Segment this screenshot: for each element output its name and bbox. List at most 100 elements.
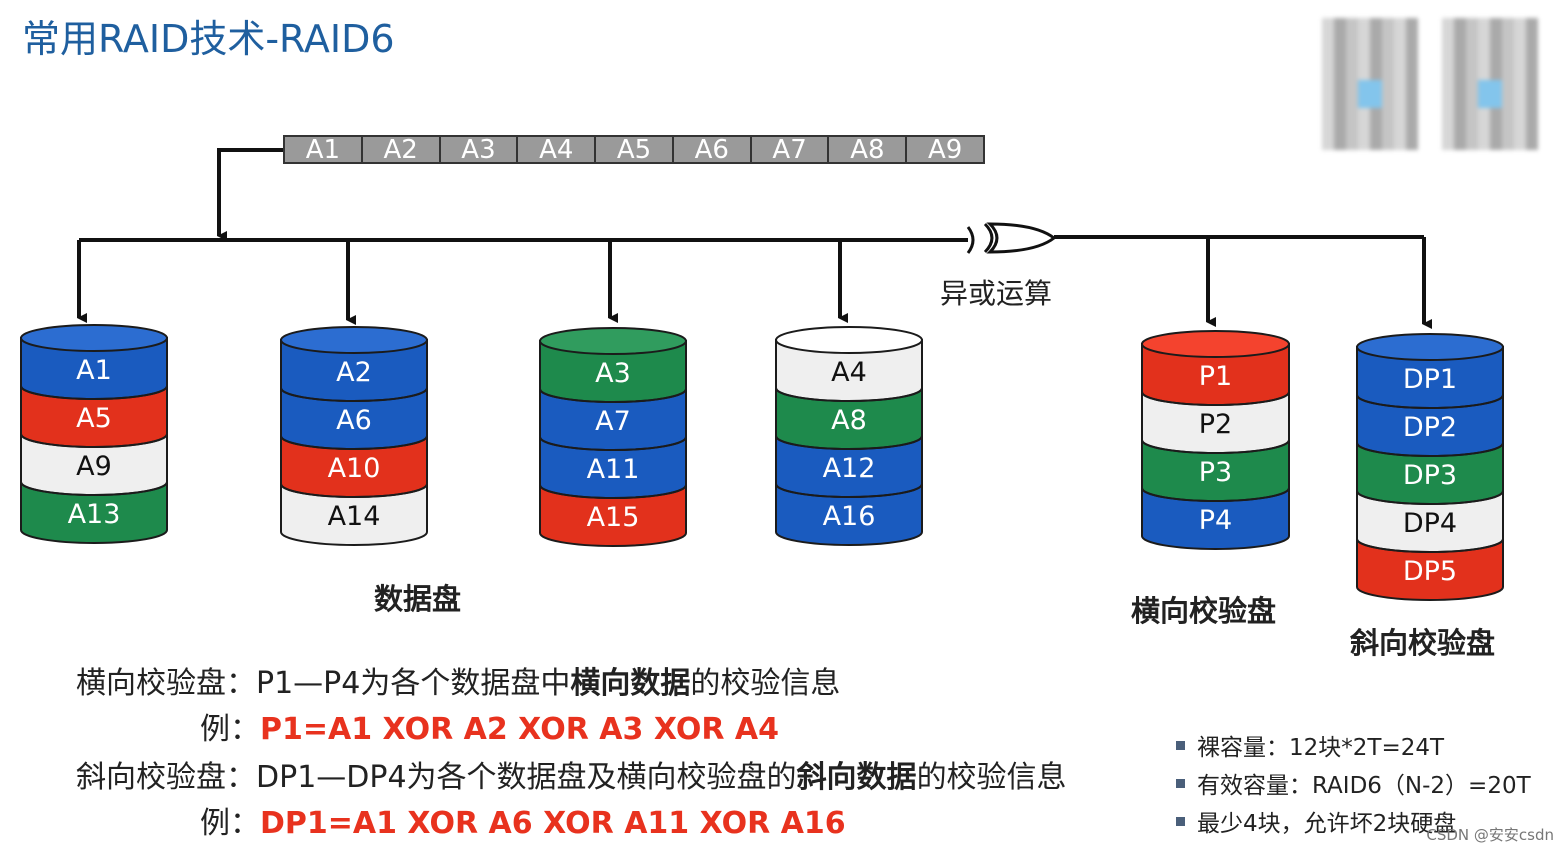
note-text: 例： [200, 806, 260, 841]
watermark: CSDN @安安csdn [1426, 826, 1554, 844]
bullet-text: 裸容量：12块*2T=24T [1197, 735, 1445, 761]
disk-block [775, 483, 923, 546]
disk-top-cap [775, 326, 923, 354]
note-text: 的校验信息 [916, 760, 1067, 795]
data-disks-label: 数据盘 [374, 582, 462, 616]
stripe-connector [217, 148, 283, 241]
disk-cylinder-icon [539, 327, 687, 547]
note-text: 横向校验盘：P1—P4为各个数据盘中 [76, 666, 571, 701]
note-diagonal: 斜向校验盘：DP1—DP4为各个数据盘及横向校验盘的斜向数据的校验信息 [76, 752, 1067, 796]
xor-gate-arc [983, 222, 994, 254]
disk-block-label: DP1 [1402, 364, 1458, 395]
note-emphasis: 斜向数据 [796, 760, 917, 795]
disk-block-divider [20, 481, 168, 496]
bullet-text: 有效容量：RAID6（N-2）=20T [1197, 773, 1531, 799]
stripe-cell: A5 [596, 137, 674, 163]
stripe-cell: A8 [829, 137, 908, 163]
note-example-2: 例：DP1=A1 XOR A6 XOR A11 XOR A16 [200, 798, 846, 842]
disk-block-divider [775, 435, 923, 450]
disk-block-label: DP4 [1402, 508, 1458, 539]
stripe-cell: A9 [927, 134, 963, 165]
note-emphasis: 横向数据 [570, 666, 691, 701]
disk-cylinder-icon [775, 326, 923, 546]
diagonal-parity-label: 斜向校验盘 [1350, 626, 1496, 660]
data-stripe: A1 A2 A3 A4 A5 A6 A7 A8 A9 [283, 135, 985, 164]
disk-block-divider [539, 388, 687, 403]
disk-block-label: A16 [822, 501, 876, 532]
disk-block-label: A14 [327, 501, 381, 532]
stripe-cell: A2 [363, 137, 441, 163]
disk-block-divider [1141, 391, 1290, 406]
disk-cylinder-icon [280, 326, 428, 546]
disk-block-label: A5 [76, 403, 112, 434]
stripe-cell: A4 [518, 137, 597, 163]
disk-block-divider [1356, 442, 1504, 457]
disk-block-label: A8 [831, 405, 867, 436]
page-title: 常用RAID技术-RAID6 [22, 17, 395, 61]
disk-cylinder-icon [20, 324, 168, 544]
disk-block [539, 484, 687, 547]
disk-block [20, 481, 168, 544]
xor-label: 异或运算 [940, 277, 1053, 310]
horizontal-parity-label: 横向校验盘 [1131, 594, 1277, 628]
disk-block-label: A9 [76, 451, 112, 482]
disk-block-label: P4 [1198, 505, 1233, 536]
disk-cylinder-icon [1356, 333, 1504, 601]
stripe-cell: A7 [752, 137, 830, 163]
disk-block-label: A3 [595, 358, 631, 389]
bullet-item: 最少4块，允许坏2块硬盘 [1176, 802, 1531, 840]
bullet-square-icon [1176, 816, 1185, 826]
disk-block-label: DP5 [1402, 556, 1458, 587]
disk-block-divider [20, 385, 168, 400]
disk-block-divider [280, 387, 428, 402]
stripe-cell: A3 [441, 137, 519, 163]
note-text: 例： [200, 712, 260, 747]
disk-block-label: A11 [586, 454, 640, 485]
disk-block-label: DP2 [1402, 412, 1458, 443]
disk-block [280, 483, 428, 546]
disk-block-label: A4 [831, 357, 867, 388]
stripe-cell: A1 [285, 137, 363, 163]
stripe-cell: A6 [674, 137, 752, 163]
note-example-1: 例：P1=A1 XOR A2 XOR A3 XOR A4 [200, 704, 779, 748]
formula-dp1: DP1=A1 XOR A6 XOR A11 XOR A16 [260, 806, 846, 841]
disk-top-cap [1356, 333, 1504, 361]
disk-block-divider [1356, 490, 1504, 505]
disk-block-label: DP3 [1402, 460, 1458, 491]
disk-top-cap [280, 326, 428, 354]
disk-block-divider [280, 435, 428, 450]
bullet-square-icon [1176, 778, 1185, 788]
xor-gate-icon [986, 222, 1057, 254]
note-text: 斜向校验盘：DP1—DP4为各个数据盘及横向校验盘的 [76, 760, 797, 795]
disk-block-label: A13 [67, 499, 121, 530]
disk-block-divider [775, 483, 923, 498]
disk-block-divider [539, 436, 687, 451]
note-horizontal: 横向校验盘：P1—P4为各个数据盘中横向数据的校验信息 [76, 658, 840, 702]
disk-block-label: A12 [822, 453, 876, 484]
bullet-item: 裸容量：12块*2T=24T [1176, 726, 1531, 764]
disk-block-label: A15 [586, 502, 640, 533]
disk-top-cap [1141, 330, 1290, 358]
disk-block-label: A7 [595, 406, 631, 437]
xor-input-arc [966, 226, 975, 254]
disk-block-divider [1141, 439, 1290, 454]
disk-block-label: P3 [1198, 457, 1233, 488]
bullet-text: 最少4块，允许坏2块硬盘 [1197, 811, 1457, 837]
disk-top-cap [20, 324, 168, 352]
disk-top-cap [539, 327, 687, 355]
disk-block-divider [20, 433, 168, 448]
disk-block-divider [539, 484, 687, 499]
disk-block-divider [775, 387, 923, 402]
disk-block-divider [280, 483, 428, 498]
disk-block-label: A10 [327, 453, 381, 484]
disk-block-divider [1356, 394, 1504, 409]
note-text: 的校验信息 [690, 666, 841, 701]
disk-block [1356, 538, 1504, 601]
